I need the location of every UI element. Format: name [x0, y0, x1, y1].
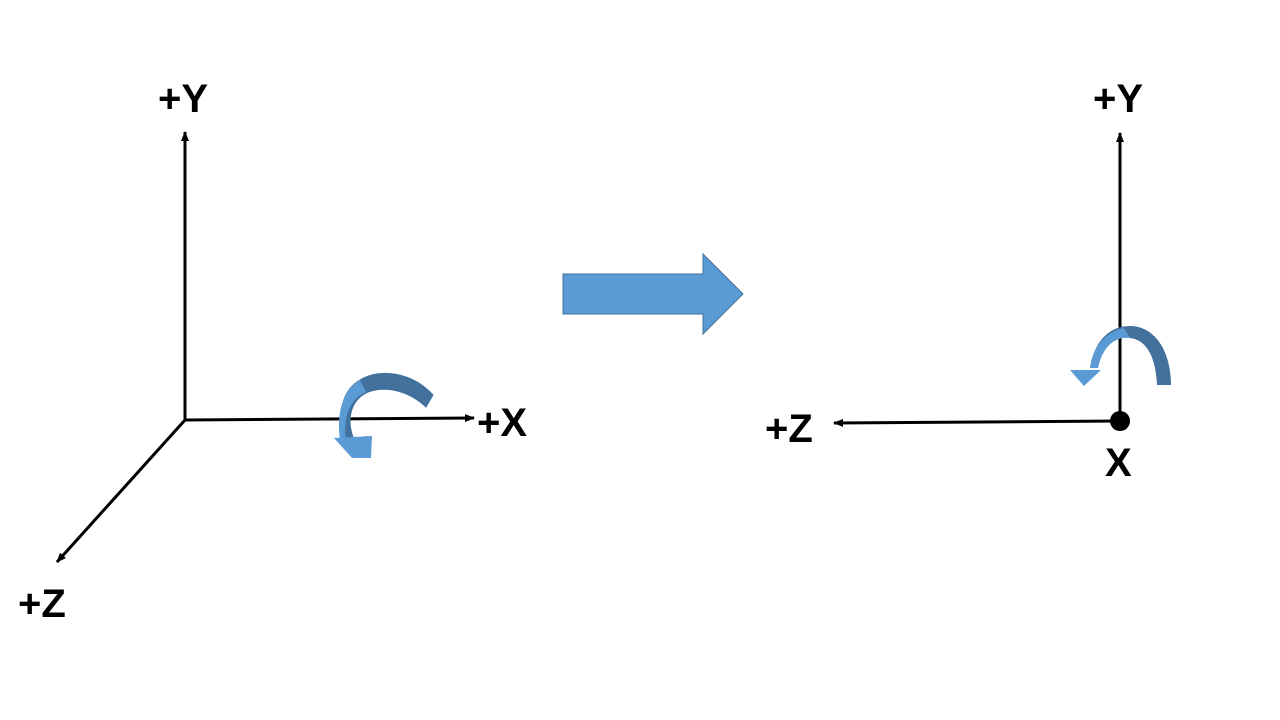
left-x-axis [184, 414, 475, 423]
left-y-label: +Y [158, 77, 208, 121]
right-y-label: +Y [1093, 77, 1143, 121]
left-coordinate-frame: +Y +X +Z [18, 77, 527, 626]
left-z-label: +Z [18, 582, 66, 626]
right-x-label: X [1105, 441, 1132, 485]
right-z-axis [833, 418, 1121, 427]
left-z-axis [55, 418, 187, 564]
left-rotation-arrow-icon [334, 372, 434, 458]
right-x-axis-point [1110, 411, 1130, 431]
right-coordinate-frame: +Y +Z X [765, 77, 1171, 485]
left-x-label: +X [477, 401, 527, 445]
right-z-label: +Z [765, 407, 813, 451]
transition-right-arrow-icon [562, 252, 744, 336]
right-rotation-arrow-icon [1070, 325, 1171, 386]
